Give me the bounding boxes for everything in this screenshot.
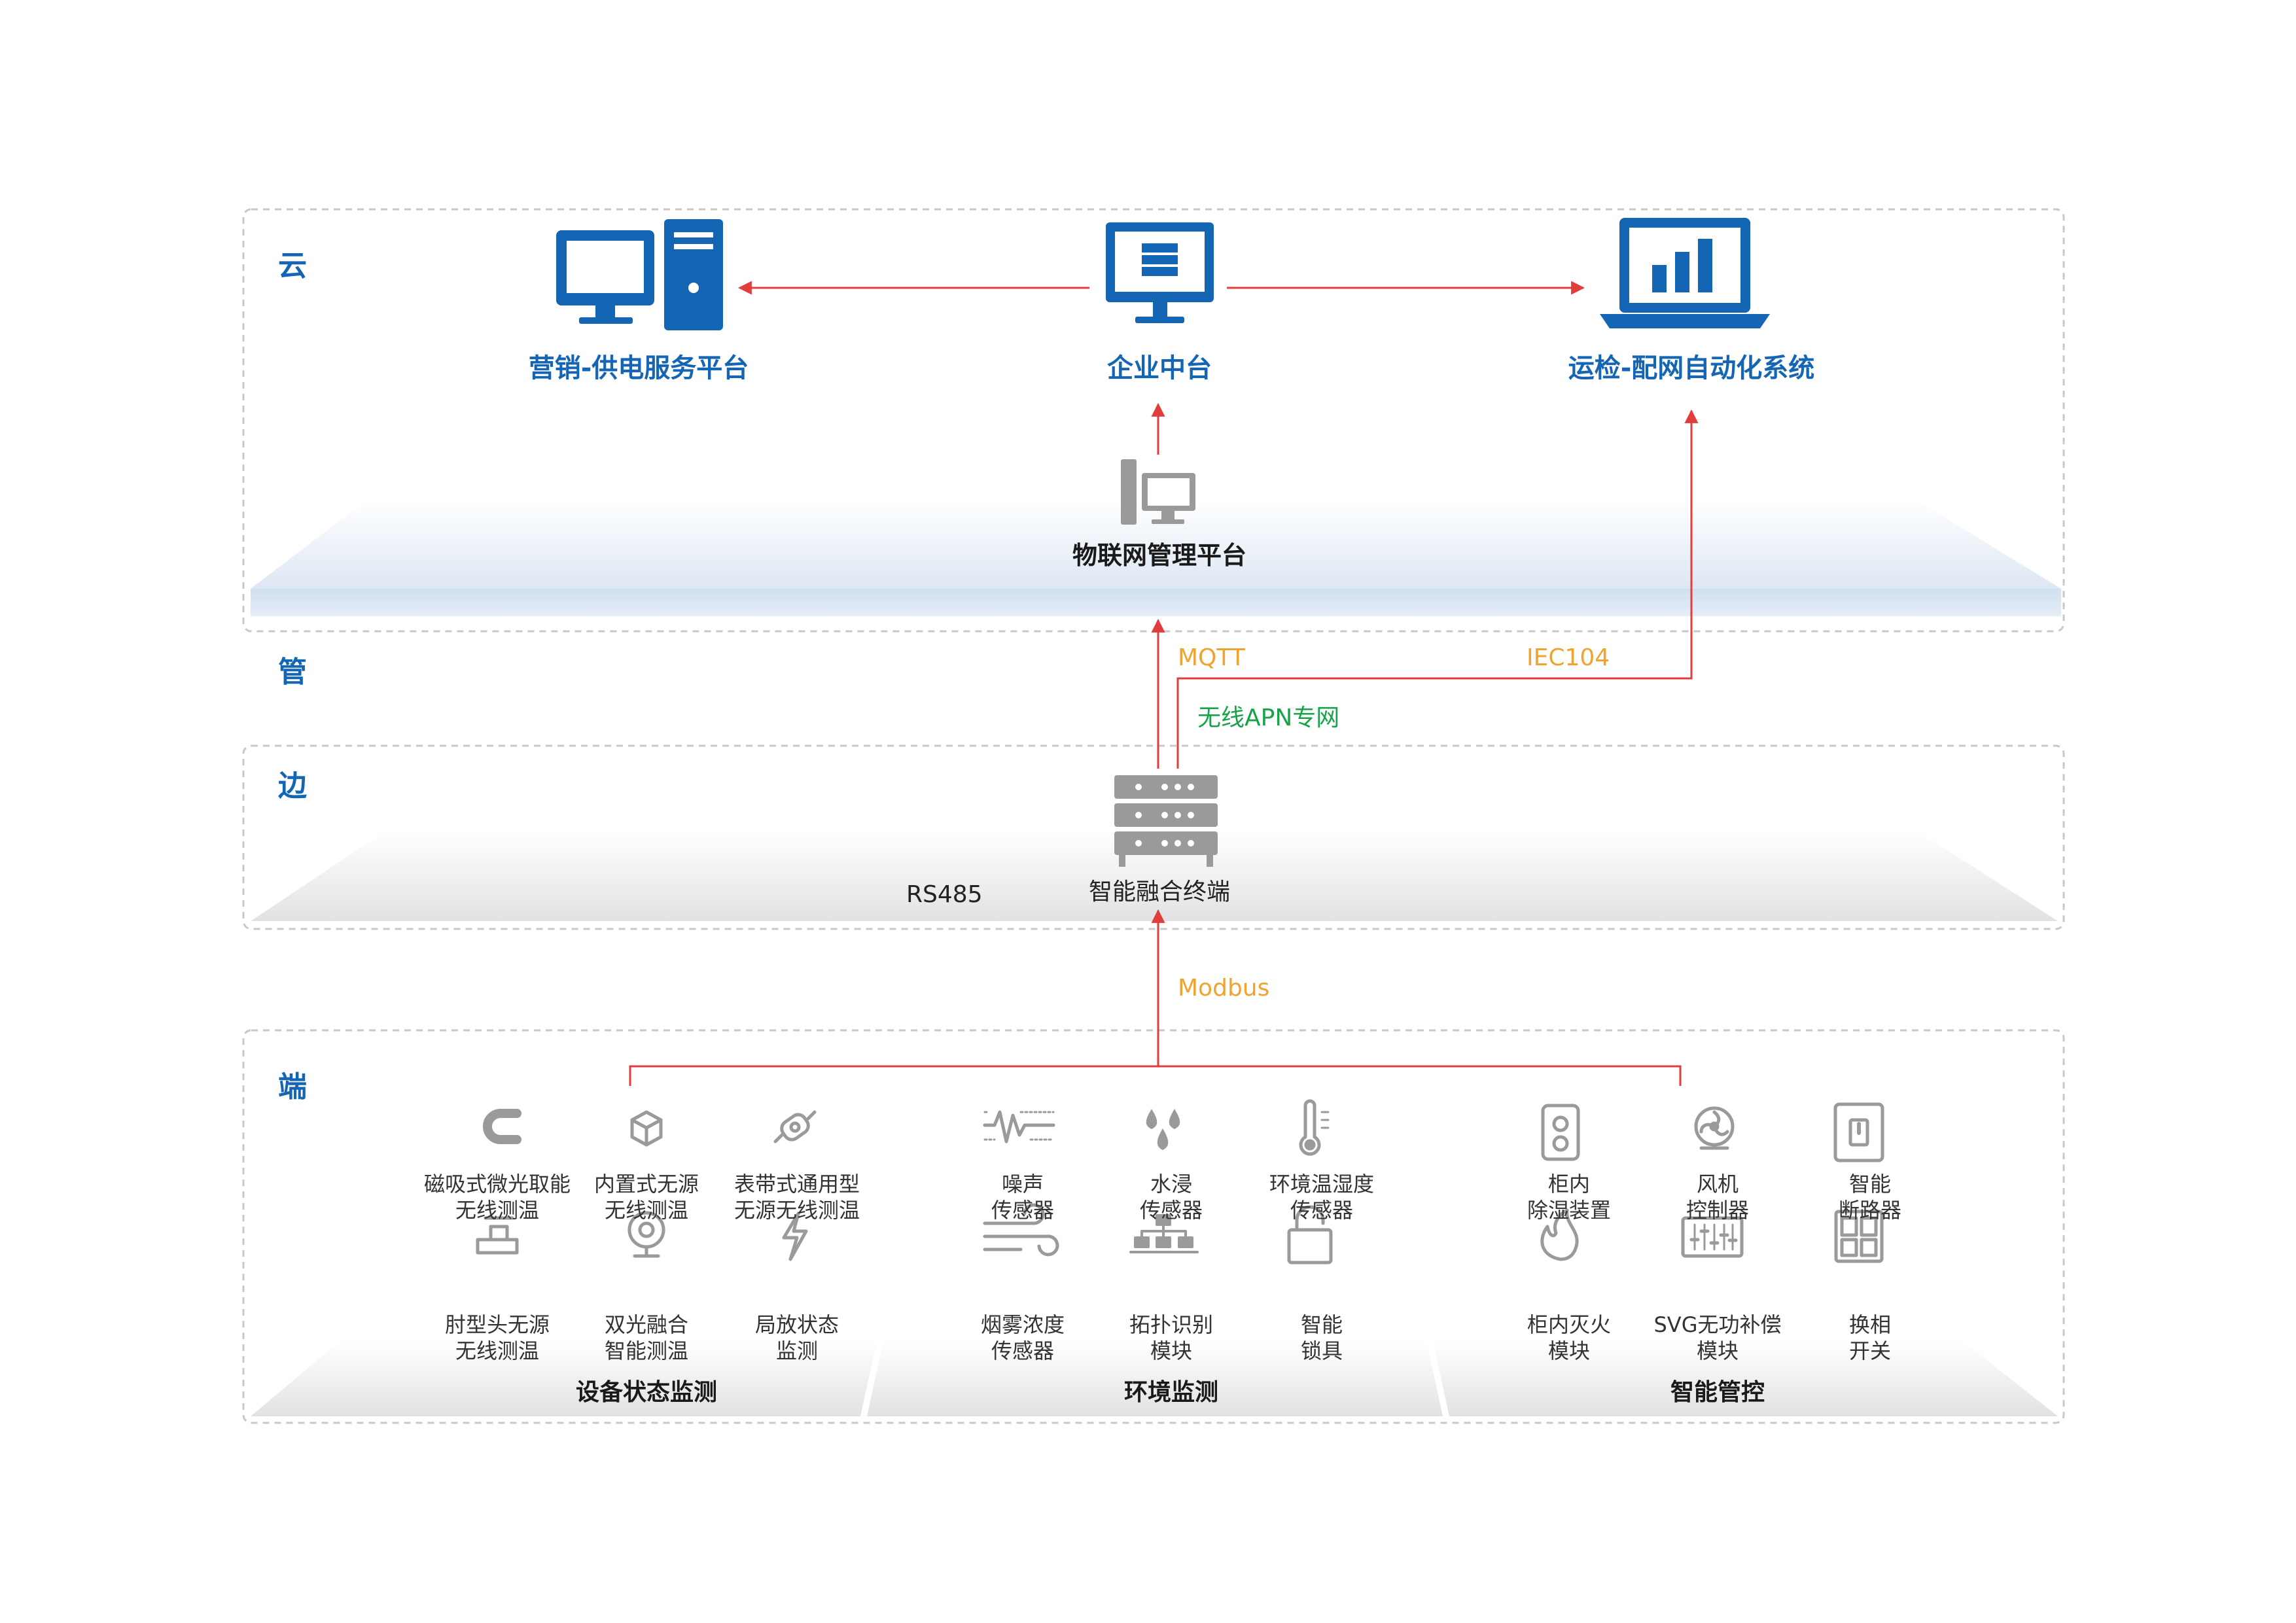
terminal-label: 智能融合终端	[1088, 879, 1231, 905]
device-label: 肘型头无源 无线测温	[444, 1312, 550, 1363]
layer-label-cloud: 云	[278, 249, 307, 283]
equipment-group-title: 设备状态监测	[575, 1379, 718, 1406]
edge-slab	[251, 831, 2058, 921]
cloud-platform-slab	[251, 500, 2061, 589]
modbus-label: Modbus	[1178, 975, 1270, 1002]
fan-icon	[1694, 1106, 1735, 1150]
equipment-slab	[251, 1341, 877, 1416]
environment-slab	[867, 1341, 1443, 1416]
laptop-chart-icon	[1600, 218, 1770, 328]
cloud-platform-edge	[251, 589, 2061, 616]
device-label: 拓扑识别 模块	[1129, 1312, 1214, 1363]
environment-group-title: 环境监测	[1123, 1379, 1219, 1406]
device-label: 双光融合 智能测温	[604, 1312, 689, 1363]
end-layer-box	[242, 1029, 2065, 1424]
elbow-connector-icon	[476, 1216, 519, 1255]
magnet-icon	[483, 1109, 521, 1144]
phase-switch-icon	[1834, 1210, 1884, 1263]
topology-icon	[1129, 1214, 1199, 1253]
apn-label: 无线APN专网	[1197, 705, 1340, 731]
ops-system-label: 运检-配网自动化系统	[1568, 353, 1815, 383]
water-drops-icon	[1146, 1109, 1180, 1150]
control-group-title: 智能管控	[1670, 1379, 1765, 1406]
device-label: 柜内灭火 模块	[1527, 1312, 1612, 1363]
edge-layer-box	[242, 744, 2065, 930]
server-monitor-icon	[1106, 222, 1214, 323]
device-label: 环境温湿度 传感器	[1269, 1172, 1375, 1223]
lightning-icon	[782, 1212, 808, 1261]
device-label: 磁吸式微光取能 无线测温	[423, 1172, 571, 1223]
device-label: 智能 断路器	[1838, 1172, 1902, 1223]
device-label: 局放状态 监测	[754, 1312, 839, 1363]
device-label: 柜内 除湿装置	[1527, 1172, 1612, 1223]
dehumidifier-icon	[1541, 1104, 1580, 1161]
fire-icon	[1540, 1208, 1579, 1261]
device-label: 表带式通用型 无源无线测温	[733, 1172, 860, 1223]
noise-wave-icon	[983, 1110, 1055, 1143]
control-slab	[1433, 1341, 2058, 1416]
cube-icon	[630, 1110, 663, 1147]
device-label: SVG无功补偿 模块	[1653, 1312, 1782, 1363]
mqtt-label: MQTT	[1178, 644, 1245, 671]
device-label: 换相 开关	[1848, 1312, 1892, 1363]
layer-label-end: 端	[278, 1070, 307, 1104]
layer-label-edge: 边	[278, 769, 307, 803]
iot-platform-label: 物联网管理平台	[1072, 541, 1247, 570]
camera-icon	[627, 1211, 665, 1258]
breaker-switch-icon	[1833, 1102, 1884, 1162]
marketing-system-label: 营销-供电服务平台	[528, 353, 749, 383]
lock-icon	[1287, 1205, 1333, 1265]
equalizer-panel-icon	[1681, 1216, 1744, 1258]
iot-platform-icon	[1121, 459, 1195, 525]
terminal-server-icon	[1114, 775, 1218, 867]
thermometer-icon	[1299, 1099, 1330, 1156]
device-label: 水浸 传感器	[1139, 1172, 1203, 1223]
layer-label-pipe: 管	[278, 655, 307, 689]
device-label: 烟雾浓度 传感器	[980, 1312, 1065, 1363]
connection-lines	[629, 281, 1699, 1086]
device-label: 噪声 传感器	[991, 1172, 1055, 1223]
pc-tower-icon	[556, 219, 723, 330]
device-label: 智能 锁具	[1300, 1312, 1343, 1363]
device-label: 风机 控制器	[1686, 1172, 1750, 1223]
enterprise-hub-label: 企业中台	[1107, 353, 1212, 383]
rs485-label: RS485	[906, 881, 983, 908]
device-label: 内置式无源 无线测温	[593, 1172, 699, 1223]
smoke-wind-icon	[983, 1203, 1059, 1257]
strap-sensor-icon	[773, 1110, 817, 1143]
iec104-label: IEC104	[1527, 644, 1610, 671]
